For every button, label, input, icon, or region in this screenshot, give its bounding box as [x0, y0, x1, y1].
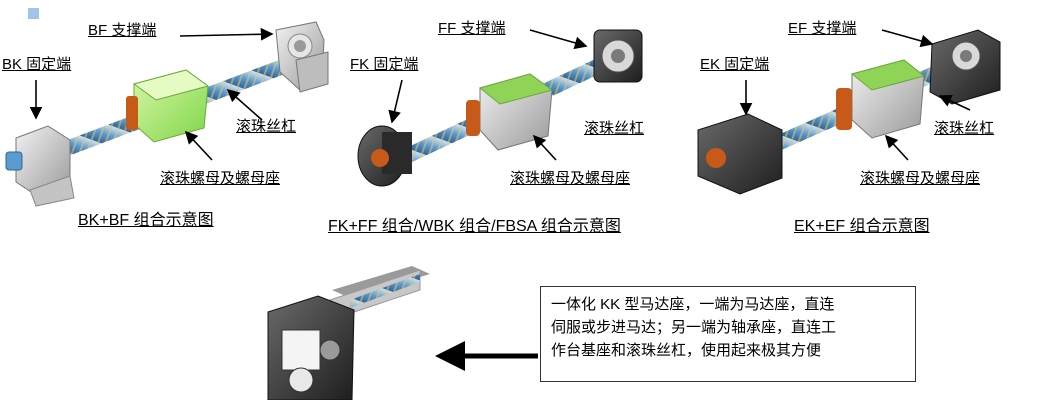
bf-nut-housing-green	[126, 69, 210, 143]
caption-ek-ef: EK+EF 组合示意图	[794, 218, 930, 235]
bk-fixed-block	[5, 125, 75, 207]
kk-module-illustration	[267, 266, 430, 400]
corner-marker	[28, 8, 39, 19]
screw-label-2: 滚珠丝杠	[584, 120, 645, 137]
ek-ef-assembly	[697, 29, 1001, 195]
fk-fixed-flange	[357, 125, 412, 187]
caption-bk-bf: BK+BF 组合示意图	[78, 212, 214, 229]
callout-arrows	[29, 27, 971, 161]
ef-support-block	[929, 29, 1001, 105]
bk-fixed-label: BK 固定端	[2, 56, 72, 73]
nut-label-2: 滚珠螺母及螺母座	[510, 170, 631, 187]
arrow-ff	[529, 29, 588, 50]
ef-support-label: EF 支撑端	[788, 20, 857, 37]
arrow-nut-1	[184, 130, 213, 161]
ff-support-label: FF 支撑端	[438, 20, 506, 37]
arrow-nut-2	[532, 134, 557, 161]
ef-nut-housing	[836, 59, 926, 139]
arrow-nut-3	[884, 134, 909, 161]
arrow-bf	[179, 27, 274, 41]
bf-support-block	[275, 21, 329, 93]
kk-description-line-2: 伺服或步进马达；另一端为轴承座，直连工	[551, 319, 837, 336]
nut-label-3: 滚珠螺母及螺母座	[860, 170, 981, 187]
caption-fk-ff: FK+FF 组合/WBK 组合/FBSA 组合示意图	[328, 218, 621, 235]
screw-label-3: 滚珠丝杠	[934, 120, 995, 137]
ff-nut-housing	[466, 73, 554, 151]
bf-support-label: BF 支撑端	[88, 22, 157, 39]
arrow-ef	[881, 29, 934, 48]
bk-bf-assembly	[5, 21, 329, 207]
arrow-screw-1	[226, 88, 263, 121]
screw-label-1: 滚珠丝杠	[236, 118, 297, 135]
kk-description-line-1: 一体化 KK 型马达座，一端为马达座，直连	[551, 296, 835, 313]
kk-description-box: 一体化 KK 型马达座，一端为马达座，直连 伺服或步进马达；另一端为轴承座，直连…	[540, 286, 916, 382]
ek-fixed-block	[697, 113, 783, 195]
fk-ff-assembly	[357, 29, 643, 187]
ff-support-flange	[593, 29, 643, 83]
fk-fixed-label: FK 固定端	[350, 56, 419, 73]
kk-description-line-3: 作台基座和滚珠丝杠，使用起来极其方便	[551, 342, 822, 359]
arrow-fk	[388, 79, 403, 124]
ek-fixed-label: EK 固定端	[700, 56, 770, 73]
arrow-screw-3	[938, 94, 971, 111]
nut-label-1: 滚珠螺母及螺母座	[160, 170, 281, 187]
